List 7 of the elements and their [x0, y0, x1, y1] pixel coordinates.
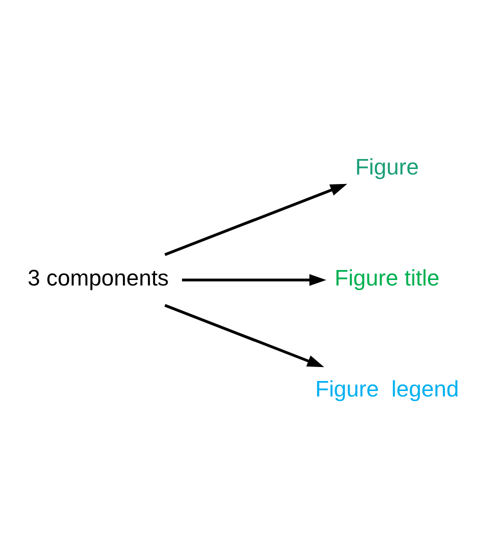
node-text: Figure	[354, 154, 418, 180]
node-text: Figure title	[334, 265, 440, 290]
arrow	[182, 274, 326, 286]
arrow	[164, 184, 347, 256]
node-text: Figure legend	[314, 376, 458, 402]
node-text: 3 components	[27, 265, 168, 290]
arrow	[164, 304, 324, 368]
